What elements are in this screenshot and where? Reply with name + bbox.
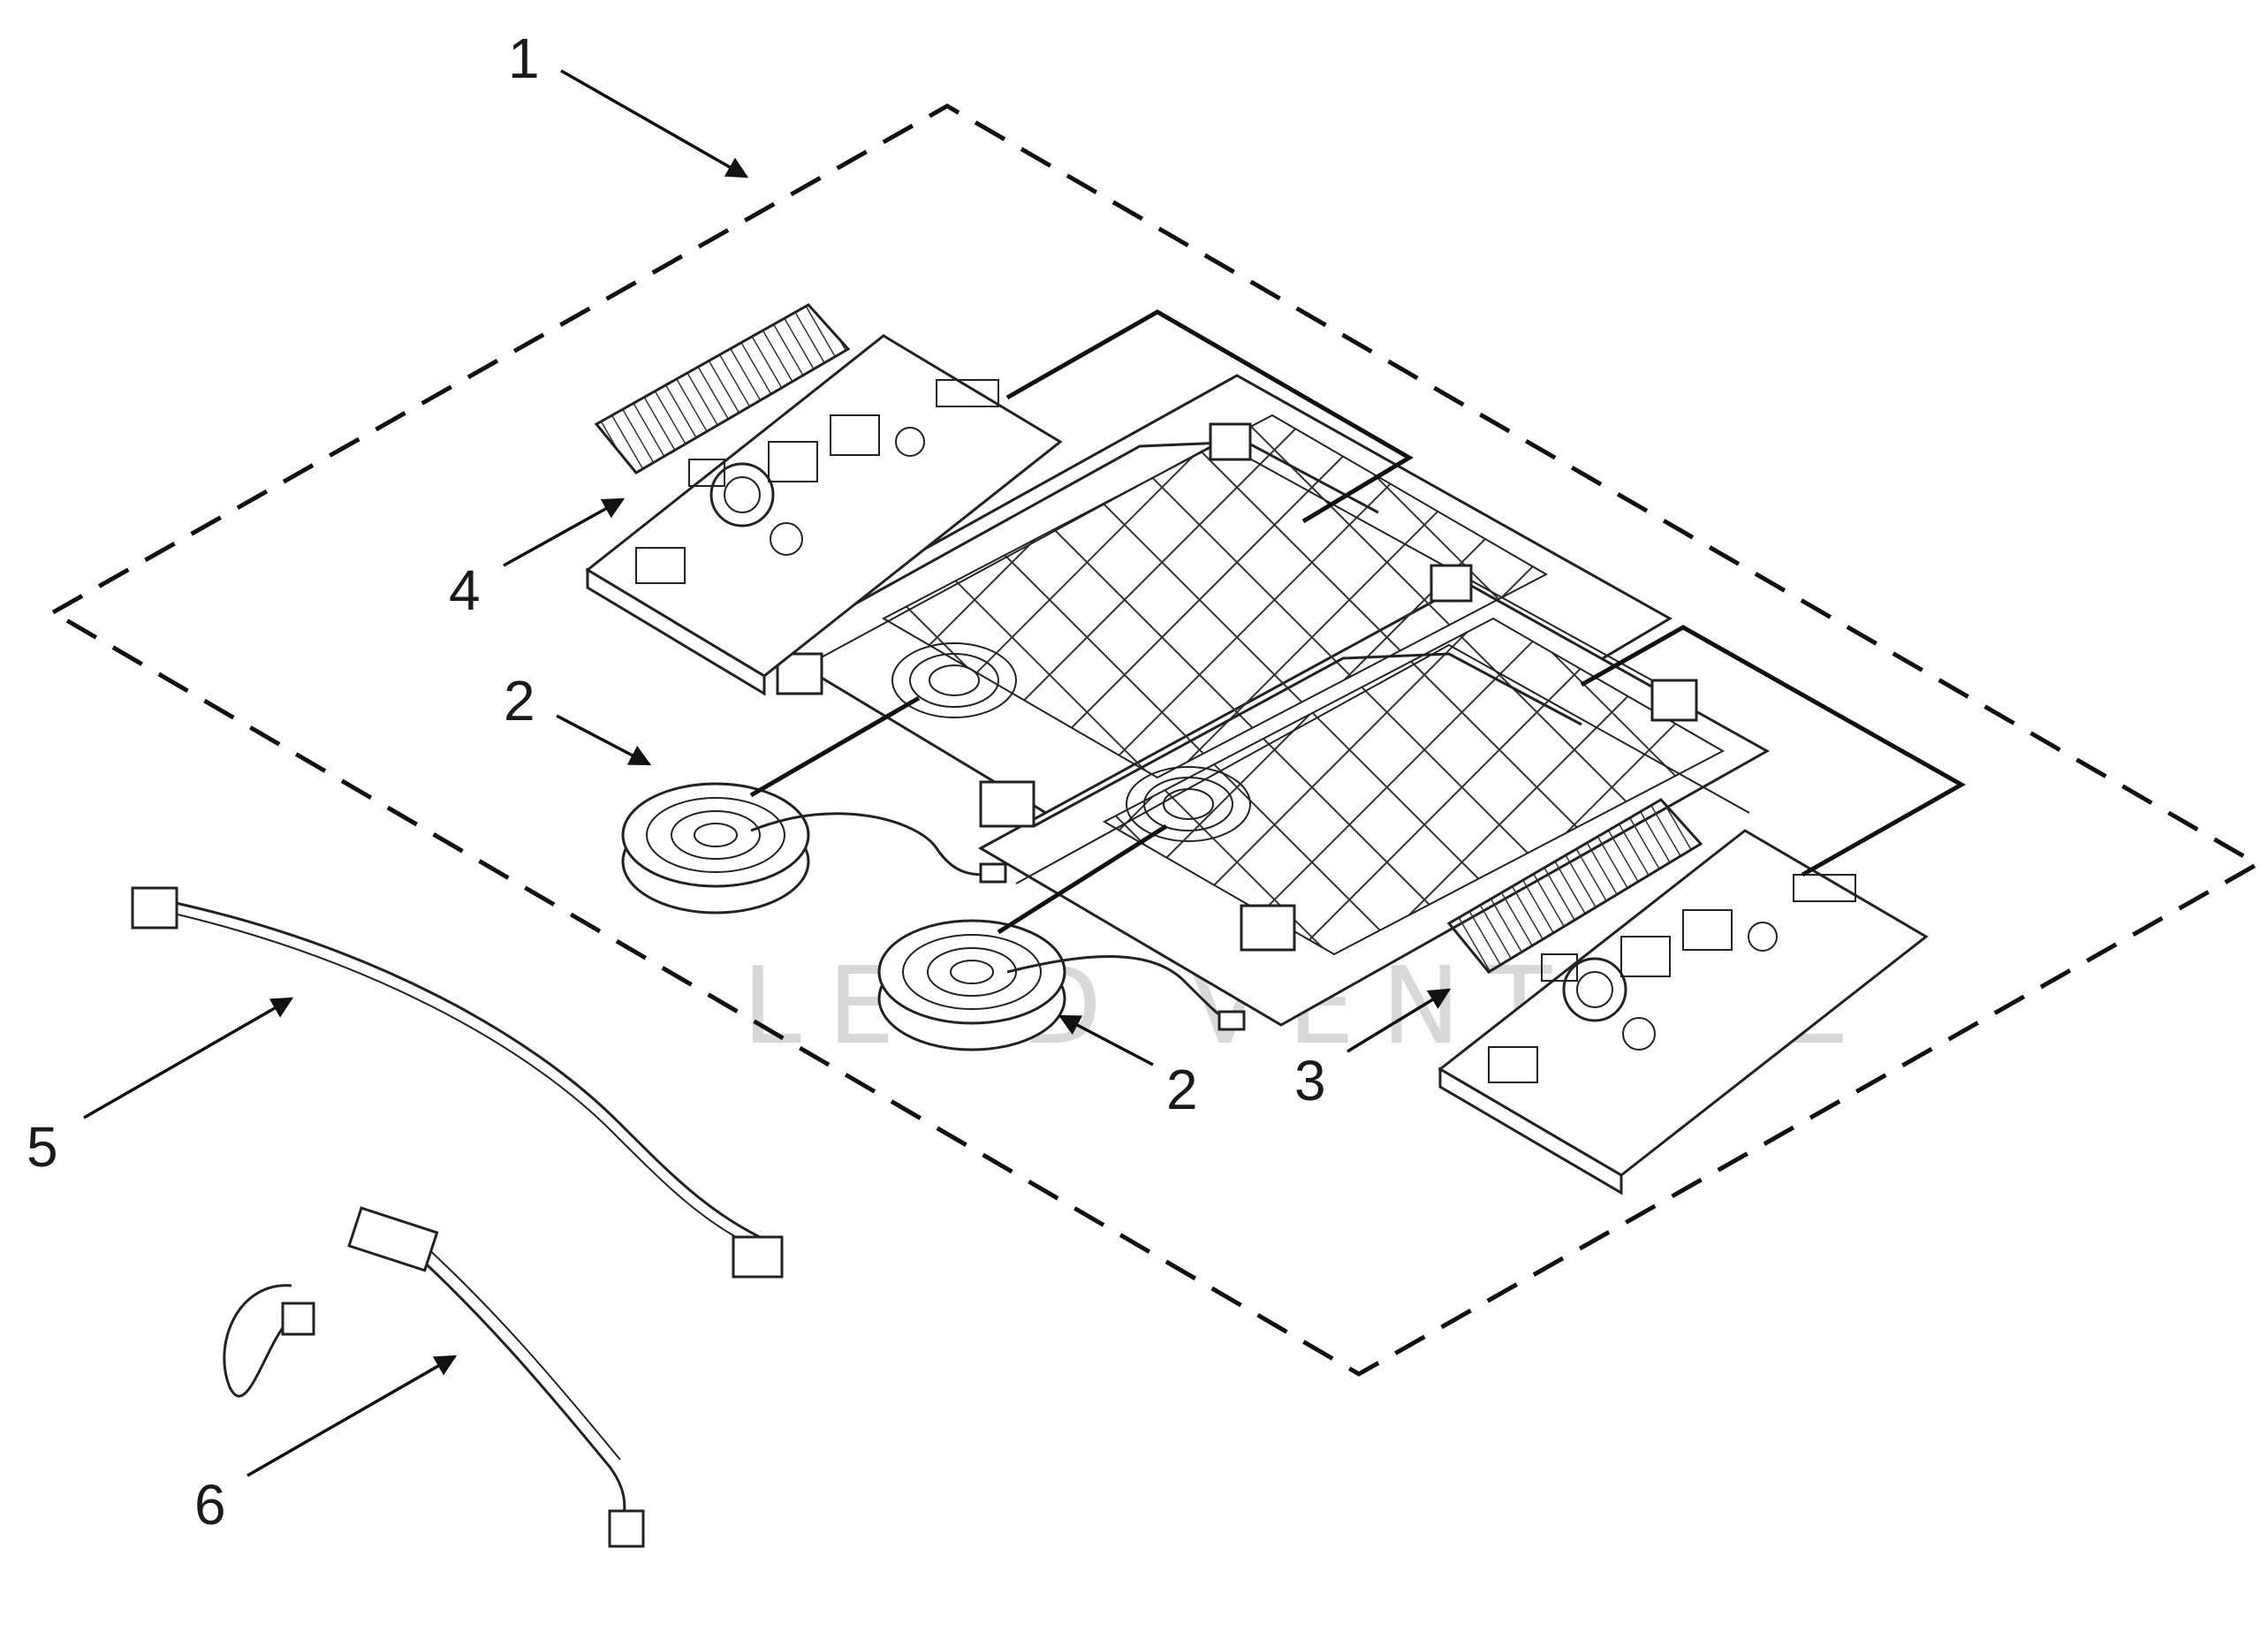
link-line-4 bbox=[1005, 309, 1414, 524]
induction-coil-right bbox=[877, 919, 1246, 1051]
leader-arrow-5 bbox=[83, 997, 294, 1120]
link-line-2a bbox=[749, 695, 921, 798]
power-board-lower bbox=[1437, 798, 1929, 1196]
callout-2-right: 2 bbox=[1166, 1058, 1198, 1121]
callout-5: 5 bbox=[27, 1115, 58, 1179]
callout-1: 1 bbox=[508, 27, 540, 90]
wiring-harness-6 bbox=[223, 1206, 645, 1548]
leader-arrow-6 bbox=[247, 1355, 458, 1477]
leader-arrow-3 bbox=[1346, 988, 1452, 1053]
link-line-2b bbox=[997, 824, 1168, 935]
leader-arrow-1 bbox=[560, 69, 749, 178]
base-tray bbox=[757, 374, 1771, 1027]
callout-6: 6 bbox=[194, 1473, 226, 1537]
callout-3: 3 bbox=[1294, 1049, 1326, 1112]
link-line-3 bbox=[1580, 625, 1967, 877]
leader-arrow-2b bbox=[1058, 1014, 1154, 1066]
induction-coil-left bbox=[621, 782, 1007, 915]
callout-4: 4 bbox=[449, 558, 481, 622]
power-board-upper bbox=[585, 303, 1063, 696]
leader-arrow-4 bbox=[503, 497, 626, 567]
wiring-harness-5 bbox=[131, 886, 784, 1279]
callout-2-left: 2 bbox=[504, 669, 535, 733]
leader-arrow-2a bbox=[556, 714, 652, 766]
